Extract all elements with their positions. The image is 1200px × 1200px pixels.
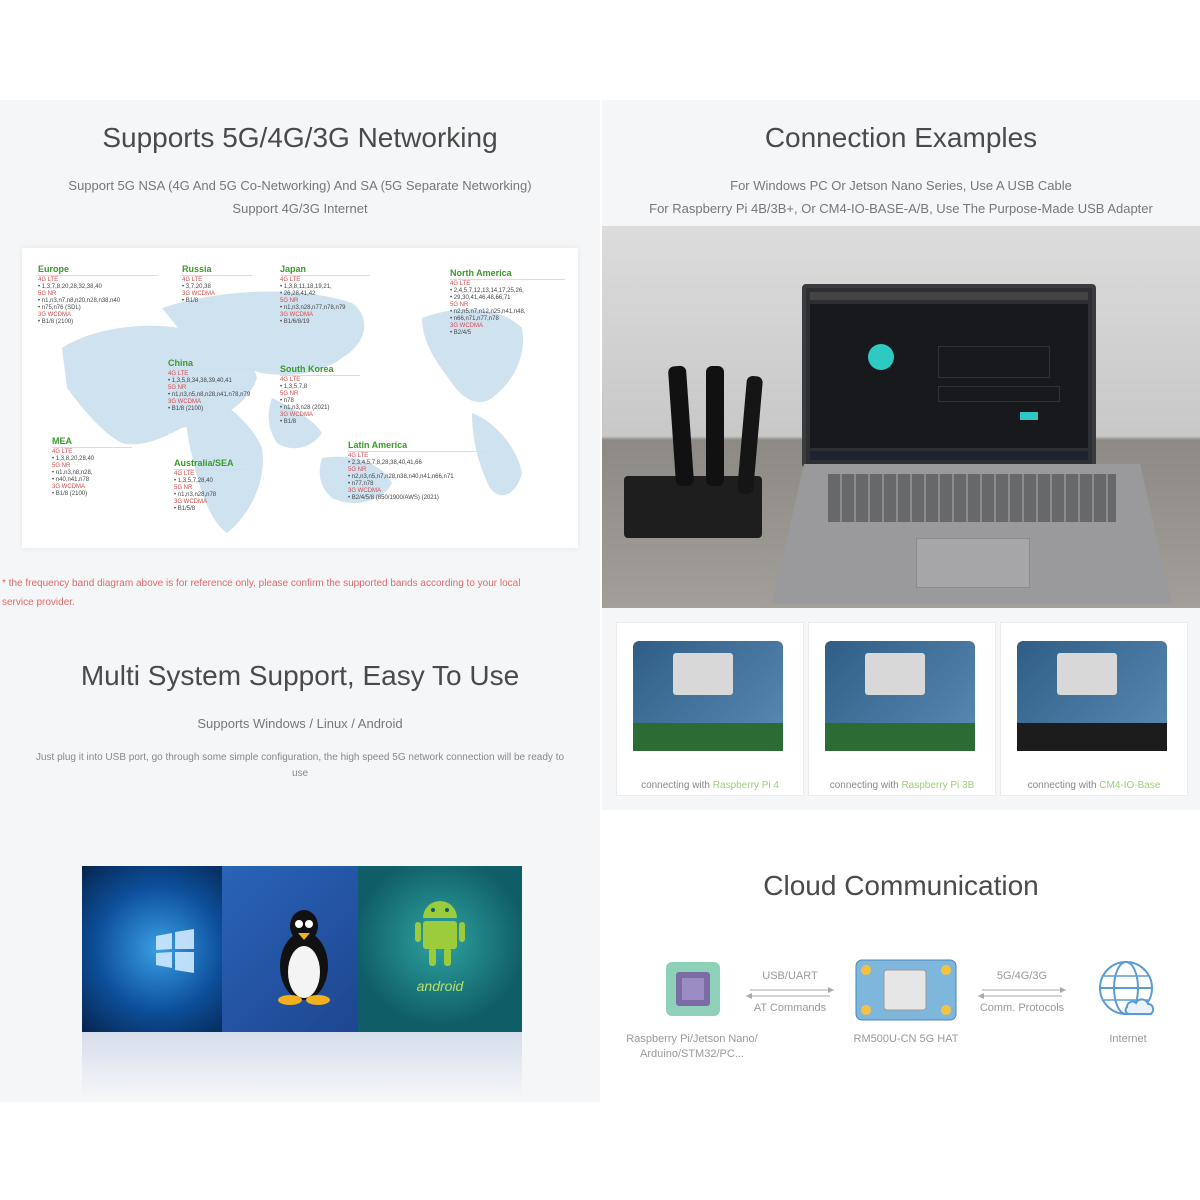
antenna — [667, 365, 695, 487]
android-wordmark: android — [416, 978, 464, 994]
laptop-base — [772, 464, 1172, 604]
internet-label: Internet — [1109, 1033, 1147, 1045]
cloud-panel: Cloud Communication Raspberry Pi/Jetson … — [602, 818, 1200, 1102]
connection-desc-2: For Raspberry Pi 4B/3B+, Or CM4-IO-BASE-… — [649, 201, 1153, 216]
board-caption-1: connecting with Raspberry Pi 4 — [641, 780, 779, 791]
connection-panel: Connection Examples For Windows PC Or Je… — [602, 100, 1200, 810]
os-reflection — [82, 1032, 522, 1098]
bidirectional-arrow-icon — [978, 987, 1066, 999]
link2-top-label: 5G/4G/3G — [996, 970, 1048, 982]
networking-desc-2: Support 4G/3G Internet — [232, 201, 368, 216]
board-link-3[interactable]: CM4-IO-Base — [1099, 780, 1161, 791]
region-japan: Japan 4G LTE • 1,3,8,11,18,19,21, • 26,2… — [280, 264, 370, 326]
band-note: * the frequency band diagram above is fo… — [2, 578, 521, 608]
bidirectional-arrow-icon — [746, 987, 834, 999]
board-card-3: connecting with CM4-IO-Base — [1000, 622, 1188, 796]
board-link-1[interactable]: Raspberry Pi 4 — [712, 780, 779, 791]
tux-penguin-icon — [278, 910, 330, 1005]
cloud-title: Cloud Communication — [763, 870, 1039, 901]
board-caption-3: connecting with CM4-IO-Base — [1027, 780, 1161, 791]
link1-bottom-label: AT Commands — [753, 1002, 827, 1014]
world-map-graphic — [62, 291, 523, 533]
chip-icon — [666, 962, 720, 1016]
windows-logo-icon — [156, 929, 194, 973]
board-card-2: connecting with Raspberry Pi 3B — [808, 622, 996, 796]
link1-top-label: USB/UART — [762, 970, 818, 982]
hat-label: RM500U-CN 5G HAT — [853, 1033, 959, 1045]
multi-system-panel: Multi System Support, Easy To Use Suppor… — [0, 612, 600, 1102]
multi-system-title: Multi System Support, Easy To Use — [80, 660, 520, 691]
laptop-photo — [602, 226, 1200, 608]
multi-system-desc-2: Just plug it into USB port, go through s… — [35, 752, 565, 779]
region-south-korea: South Korea 4G LTE • 1,3,5,7,8 5G NR • n… — [280, 364, 360, 426]
laptop-screen — [802, 284, 1096, 468]
hat-board-icon — [855, 959, 957, 1021]
connection-desc-1: For Windows PC Or Jetson Nano Series, Us… — [730, 178, 1072, 193]
board-link-2[interactable]: Raspberry Pi 3B — [901, 780, 975, 791]
networking-title: Supports 5G/4G/3G Networking — [102, 122, 498, 153]
android-tile: android — [358, 866, 522, 1032]
board-card-1: connecting with Raspberry Pi 4 — [616, 622, 804, 796]
linux-tile — [222, 866, 358, 1032]
region-russia: Russia 4G LTE • 3,7,20,38 3G WCDMA • B1/… — [182, 264, 252, 305]
android-robot-icon — [415, 901, 465, 966]
board-image — [825, 641, 975, 751]
board-caption-2: connecting with Raspberry Pi 3B — [829, 780, 975, 791]
antenna — [706, 366, 724, 486]
board-image — [1017, 641, 1167, 751]
globe-cloud-icon — [1099, 961, 1155, 1015]
multi-system-desc-1: Supports Windows / Linux / Android — [197, 716, 403, 731]
connection-title: Connection Examples — [764, 122, 1038, 153]
band-map: Europe 4G LTE • 1,3,7,8,20,28,32,38,40 5… — [22, 248, 578, 548]
region-north-america: North America 4G LTE • 2,4,5,7,12,13,14,… — [450, 268, 565, 337]
region-latin-america: Latin America 4G LTE • 2,3,4,5,7,8,28,38… — [348, 440, 488, 502]
networking-panel: Supports 5G/4G/3G Networking Support 5G … — [0, 100, 600, 612]
windows-tile — [82, 866, 222, 1032]
host-label: Raspberry Pi/Jetson Nano/Arduino/STM32/P… — [626, 1033, 758, 1060]
networking-desc-1: Support 5G NSA (4G And 5G Co-Networking)… — [68, 178, 532, 193]
region-europe: Europe 4G LTE • 1,3,7,8,20,28,32,38,40 5… — [38, 264, 158, 326]
region-australia-sea: Australia/SEA 4G LTE • 1,3,5,7,28,40 5G … — [174, 458, 254, 513]
region-mea: MEA 4G LTE • 1,3,8,20,28,40 5G NR • n1,n… — [52, 436, 132, 498]
board-image — [633, 641, 783, 751]
link2-bottom-label: Comm. Protocols — [979, 1002, 1065, 1014]
region-china: China 4G LTE • 1,3,5,8,34,38,39,40,41 5G… — [168, 358, 268, 413]
